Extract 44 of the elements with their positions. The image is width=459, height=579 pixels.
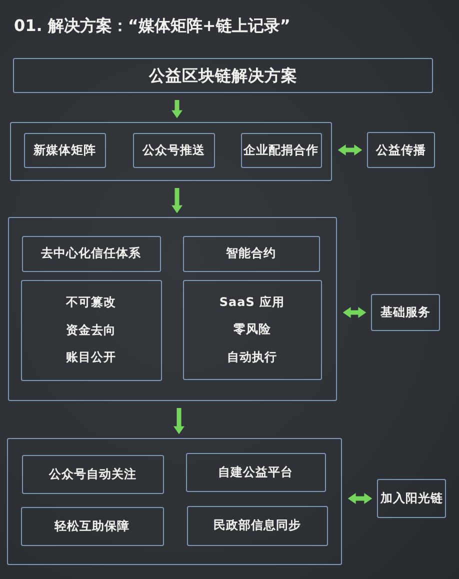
box-label: 公益区块链解决方案 bbox=[148, 66, 298, 86]
box-label: 企业配捐合作 bbox=[244, 142, 318, 158]
side-box bbox=[367, 132, 435, 168]
feature-box bbox=[22, 236, 160, 272]
feature-box bbox=[20, 506, 164, 546]
list-item: 自动执行 bbox=[227, 350, 277, 364]
box-label: 智能合约 bbox=[226, 246, 276, 261]
feature-box bbox=[22, 454, 164, 494]
side-box bbox=[377, 479, 446, 518]
list-item: 账目公开 bbox=[66, 350, 116, 365]
arrow bbox=[173, 188, 181, 214]
box-label: 新媒体矩阵 bbox=[33, 142, 96, 158]
box-label: 公众号推送 bbox=[142, 142, 205, 158]
double-arrow bbox=[342, 308, 366, 316]
box-label: 轻松互助保障 bbox=[54, 518, 130, 534]
arrow bbox=[173, 100, 181, 118]
box-label: 民政部信息同步 bbox=[213, 518, 301, 533]
group-box bbox=[7, 438, 342, 565]
feature-box bbox=[182, 236, 320, 272]
page-title: 01. 解决方案：“媒体矩阵+链上记录” bbox=[14, 16, 290, 37]
side-box bbox=[371, 294, 440, 331]
group-box bbox=[10, 122, 332, 181]
group-box bbox=[8, 217, 337, 401]
box-label: 自建公益平台 bbox=[218, 464, 293, 480]
feature-box bbox=[20, 280, 162, 380]
box-label: 公益传播 bbox=[376, 142, 426, 158]
list-item: 不可篡改 bbox=[66, 295, 116, 310]
feature-box bbox=[240, 132, 322, 168]
list-item: 零风险 bbox=[233, 322, 271, 337]
box-label: 加入阳光链 bbox=[380, 491, 443, 506]
header-box bbox=[13, 58, 433, 93]
feature-box bbox=[24, 132, 106, 168]
double-arrow bbox=[338, 146, 362, 154]
feature-box bbox=[186, 452, 326, 492]
feature-box bbox=[182, 280, 322, 380]
box-label: 公众号自动关注 bbox=[48, 466, 136, 482]
feature-box bbox=[132, 132, 214, 168]
feature-box bbox=[186, 506, 328, 546]
box-label: 去中心化信任体系 bbox=[41, 246, 141, 261]
list-item: SaaS 应用 bbox=[219, 294, 285, 310]
box-label: 基础服务 bbox=[380, 305, 430, 320]
list-item: 资金去向 bbox=[66, 322, 116, 338]
double-arrow bbox=[348, 494, 372, 502]
arrow bbox=[175, 408, 183, 434]
